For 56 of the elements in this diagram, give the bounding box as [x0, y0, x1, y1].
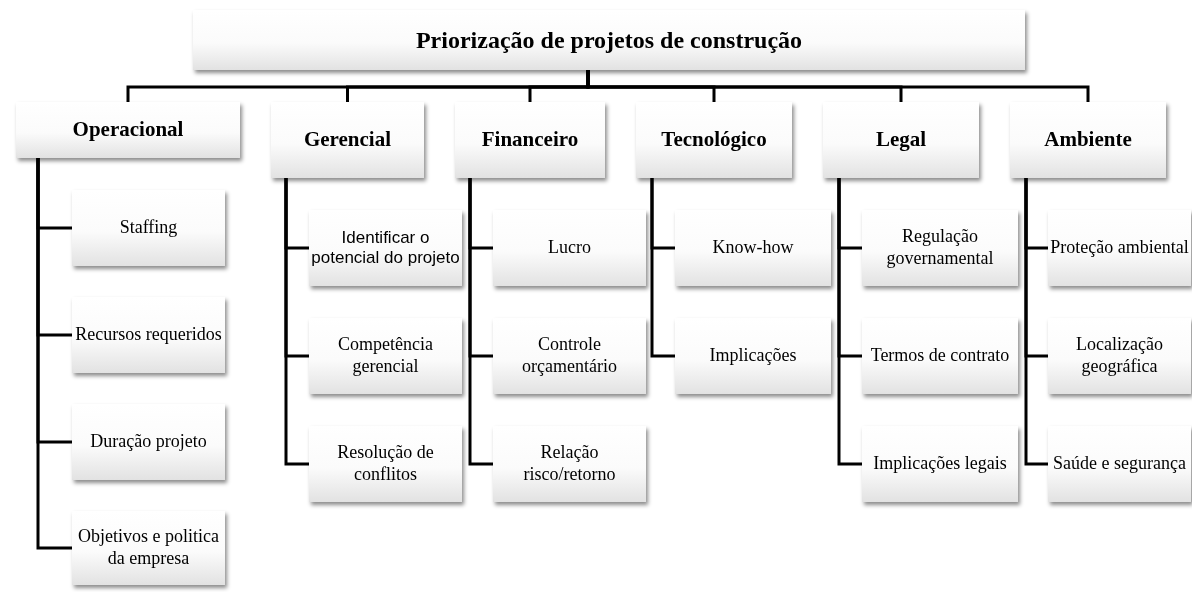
criterion-box: [675, 210, 831, 286]
criterion-box: [309, 210, 462, 286]
connector-line: [468, 178, 493, 466]
category-box: [636, 102, 792, 178]
criterion-box: [72, 190, 225, 266]
box-label: Staffing: [119, 217, 178, 239]
criterion-box: [1048, 210, 1191, 286]
criterion-box: [493, 426, 646, 502]
box-label: Tecnológico: [661, 127, 767, 153]
box-label: Duração projeto: [90, 431, 207, 453]
box-label: Implicações legais: [873, 453, 1007, 475]
criterion-box: [862, 426, 1018, 502]
box-label: Saúde e segurança: [1053, 453, 1186, 475]
box-label: Ambiente: [1044, 127, 1132, 153]
box-label: Know-how: [712, 237, 794, 259]
category-box: [271, 102, 424, 178]
criterion-box: [72, 297, 225, 373]
criterion-box: [493, 318, 646, 394]
box-label: Legal: [875, 127, 927, 153]
box-label: Controle orçamentário: [521, 334, 618, 378]
criterion-box: [862, 318, 1018, 394]
criterion-box: [493, 210, 646, 286]
box-label: Resolução de conflitos: [336, 442, 435, 486]
criterion-box: [72, 511, 225, 585]
box-label: Lucro: [548, 237, 591, 259]
criterion-box: [675, 318, 831, 394]
connector-line: [837, 178, 862, 466]
criterion-box: [309, 426, 462, 502]
box-label: Termos de contrato: [870, 345, 1010, 367]
box-label: Implicações: [709, 345, 797, 367]
category-box: [823, 102, 979, 178]
category-box: [16, 102, 240, 158]
box-label: Objetivos e politica da empresa: [77, 526, 220, 570]
connector-line: [650, 178, 675, 358]
title-text: Priorização de projetos de construção: [415, 25, 803, 55]
criterion-box: [862, 210, 1018, 286]
box-label: Operacional: [72, 117, 184, 143]
box-label: Gerencial: [303, 127, 392, 153]
box-label: Identificar o potencial do projeto: [310, 227, 461, 269]
criterion-box: [72, 404, 225, 480]
connector-line: [1024, 178, 1048, 466]
category-box: [455, 102, 605, 178]
box-label: Competência gerencial: [337, 334, 434, 378]
title-box: [193, 10, 1025, 70]
box-label: Regulação governamental: [885, 226, 995, 270]
box-label: Proteção ambiental: [1050, 237, 1189, 259]
box-label: Localização geográfica: [1075, 334, 1164, 378]
box-label: Recursos requeridos: [75, 324, 222, 346]
category-box: [1010, 102, 1166, 178]
box-label: Financeiro: [481, 127, 579, 153]
criterion-box: [1048, 318, 1191, 394]
criterion-box: [1048, 426, 1191, 502]
connector-line: [36, 158, 72, 550]
box-label: Relação risco/retorno: [522, 442, 617, 486]
criterion-box: [309, 318, 462, 394]
connector-line: [284, 178, 309, 466]
